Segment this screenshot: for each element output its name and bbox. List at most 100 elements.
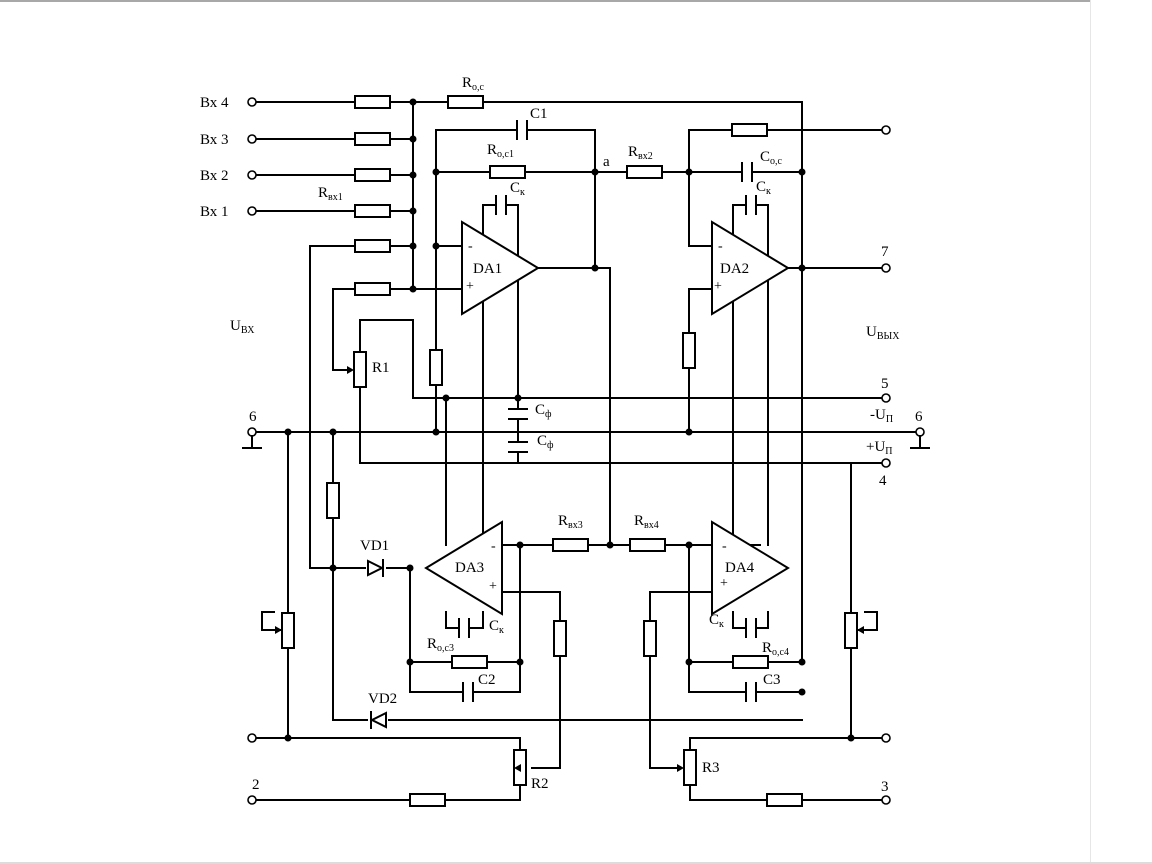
label-roc1: Ro,c1 [487,142,514,160]
opamps [424,220,790,616]
label-ck-da3: Cк [489,618,504,636]
terminal-right-738 [881,733,891,743]
capacitor-ck-da2 [745,195,757,215]
resistor-in3 [354,132,391,146]
label-cf-bottom: Cф [537,433,554,451]
resistor-rvx2 [626,165,663,179]
resistor-trim-right [844,612,858,649]
label-plus-supply: +UП [866,439,893,457]
label-rvx3: Rвх3 [558,513,583,531]
label-cf-top: Cф [535,402,552,420]
resistor-left-vertical [326,482,340,519]
diode-vd2 [368,711,388,729]
label-c1: C1 [530,106,548,122]
terminal-in2 [247,170,257,180]
resistors [281,95,858,807]
label-da2: DA2 [720,261,749,277]
resistor-out2 [409,793,446,807]
label-c2: C2 [478,672,496,688]
label-u-in: UВХ [230,318,255,336]
da4-minus-sign: - [722,539,727,554]
opamp-da1 [461,220,540,316]
label-r2: R2 [531,776,549,792]
capacitor-ck-da1 [495,195,507,215]
resistor-trim-left [281,612,295,649]
label-da4: DA4 [725,560,755,576]
da1-plus-sign: + [466,279,474,294]
terminal-top-right [881,125,891,135]
label-r1: R1 [372,360,390,376]
opamp-da2 [711,220,790,316]
capacitor-c2 [462,682,474,702]
label-rvx1: Rвх1 [318,185,343,203]
resistor-out3 [766,793,803,807]
capacitor-ck-da4 [745,618,757,638]
label-terminal-4: 4 [879,473,887,489]
capacitor-ck-da3 [458,618,470,638]
resistor-rvx1 [354,204,391,218]
label-in4: Вх 4 [200,95,229,111]
label-roc: Ro,c [462,75,485,93]
terminal-6-right [915,427,925,437]
resistor-noninv-da1 [354,282,391,296]
diodes [366,559,388,729]
window-top-border [0,0,1090,2]
resistor-roc4 [732,655,769,669]
label-roc4: Ro,c4 [762,640,789,658]
resistor-in4 [354,95,391,109]
resistor-r3 [683,749,697,786]
label-c3: C3 [763,672,781,688]
da3-minus-sign: - [491,539,496,554]
label-coc: Co,c [760,149,783,167]
label-da3: DA3 [455,560,484,576]
resistor-roc1 [489,165,526,179]
da1-minus-sign: - [468,239,473,254]
terminal-in3 [247,134,257,144]
label-ck-da2: Cк [756,179,771,197]
resistor-roc3 [451,655,488,669]
label-terminal-5: 5 [881,376,889,392]
terminal-6-left [247,427,257,437]
label-r3: R3 [702,760,720,776]
resistor-da1-bias [429,349,443,386]
label-in3: Вх 3 [200,132,229,148]
label-terminal-6-left: 6 [249,409,257,425]
label-vd2: VD2 [368,691,397,707]
label-node-a: a [603,154,610,170]
label-minus-supply: -UП [870,407,893,425]
label-terminal-6-right: 6 [915,409,923,425]
terminal-3 [881,795,891,805]
resistor-in2 [354,168,391,182]
label-terminal-2: 2 [252,777,260,793]
resistor-da4-bias [643,620,657,657]
da2-plus-sign: + [714,279,722,294]
window-right-border [1090,0,1091,864]
labels: Вх 4 Вх 3 Вх 2 Вх 1 UВХ UВЫХ -UП +UП 7 5… [200,75,923,795]
resistor-da2-feedback [731,123,768,137]
terminal-in4 [247,97,257,107]
opamp-da4 [711,520,790,616]
label-ck-da1: Cк [510,180,525,198]
terminal-in1 [247,206,257,216]
label-da1: DA1 [473,261,502,277]
wires [251,101,921,801]
trimmer-arrows [261,366,878,772]
label-vd1: VD1 [360,538,389,554]
da4-plus-sign: + [720,576,728,591]
resistor-da2-bias [682,332,696,369]
resistor-r1 [353,351,367,388]
label-ck-da4: Cк [709,612,724,630]
resistor-rvx3 [552,538,589,552]
terminal-4 [881,458,891,468]
label-rvx4: Rвх4 [634,513,659,531]
label-in1: Вх 1 [200,204,229,220]
da2-minus-sign: - [718,239,723,254]
label-roc3: Ro,c3 [427,636,454,654]
capacitor-c3 [745,682,757,702]
label-rvx2: Rвх2 [628,144,653,162]
capacitors [458,120,757,702]
label-terminal-3: 3 [881,779,889,795]
da3-plus-sign: + [489,579,497,594]
